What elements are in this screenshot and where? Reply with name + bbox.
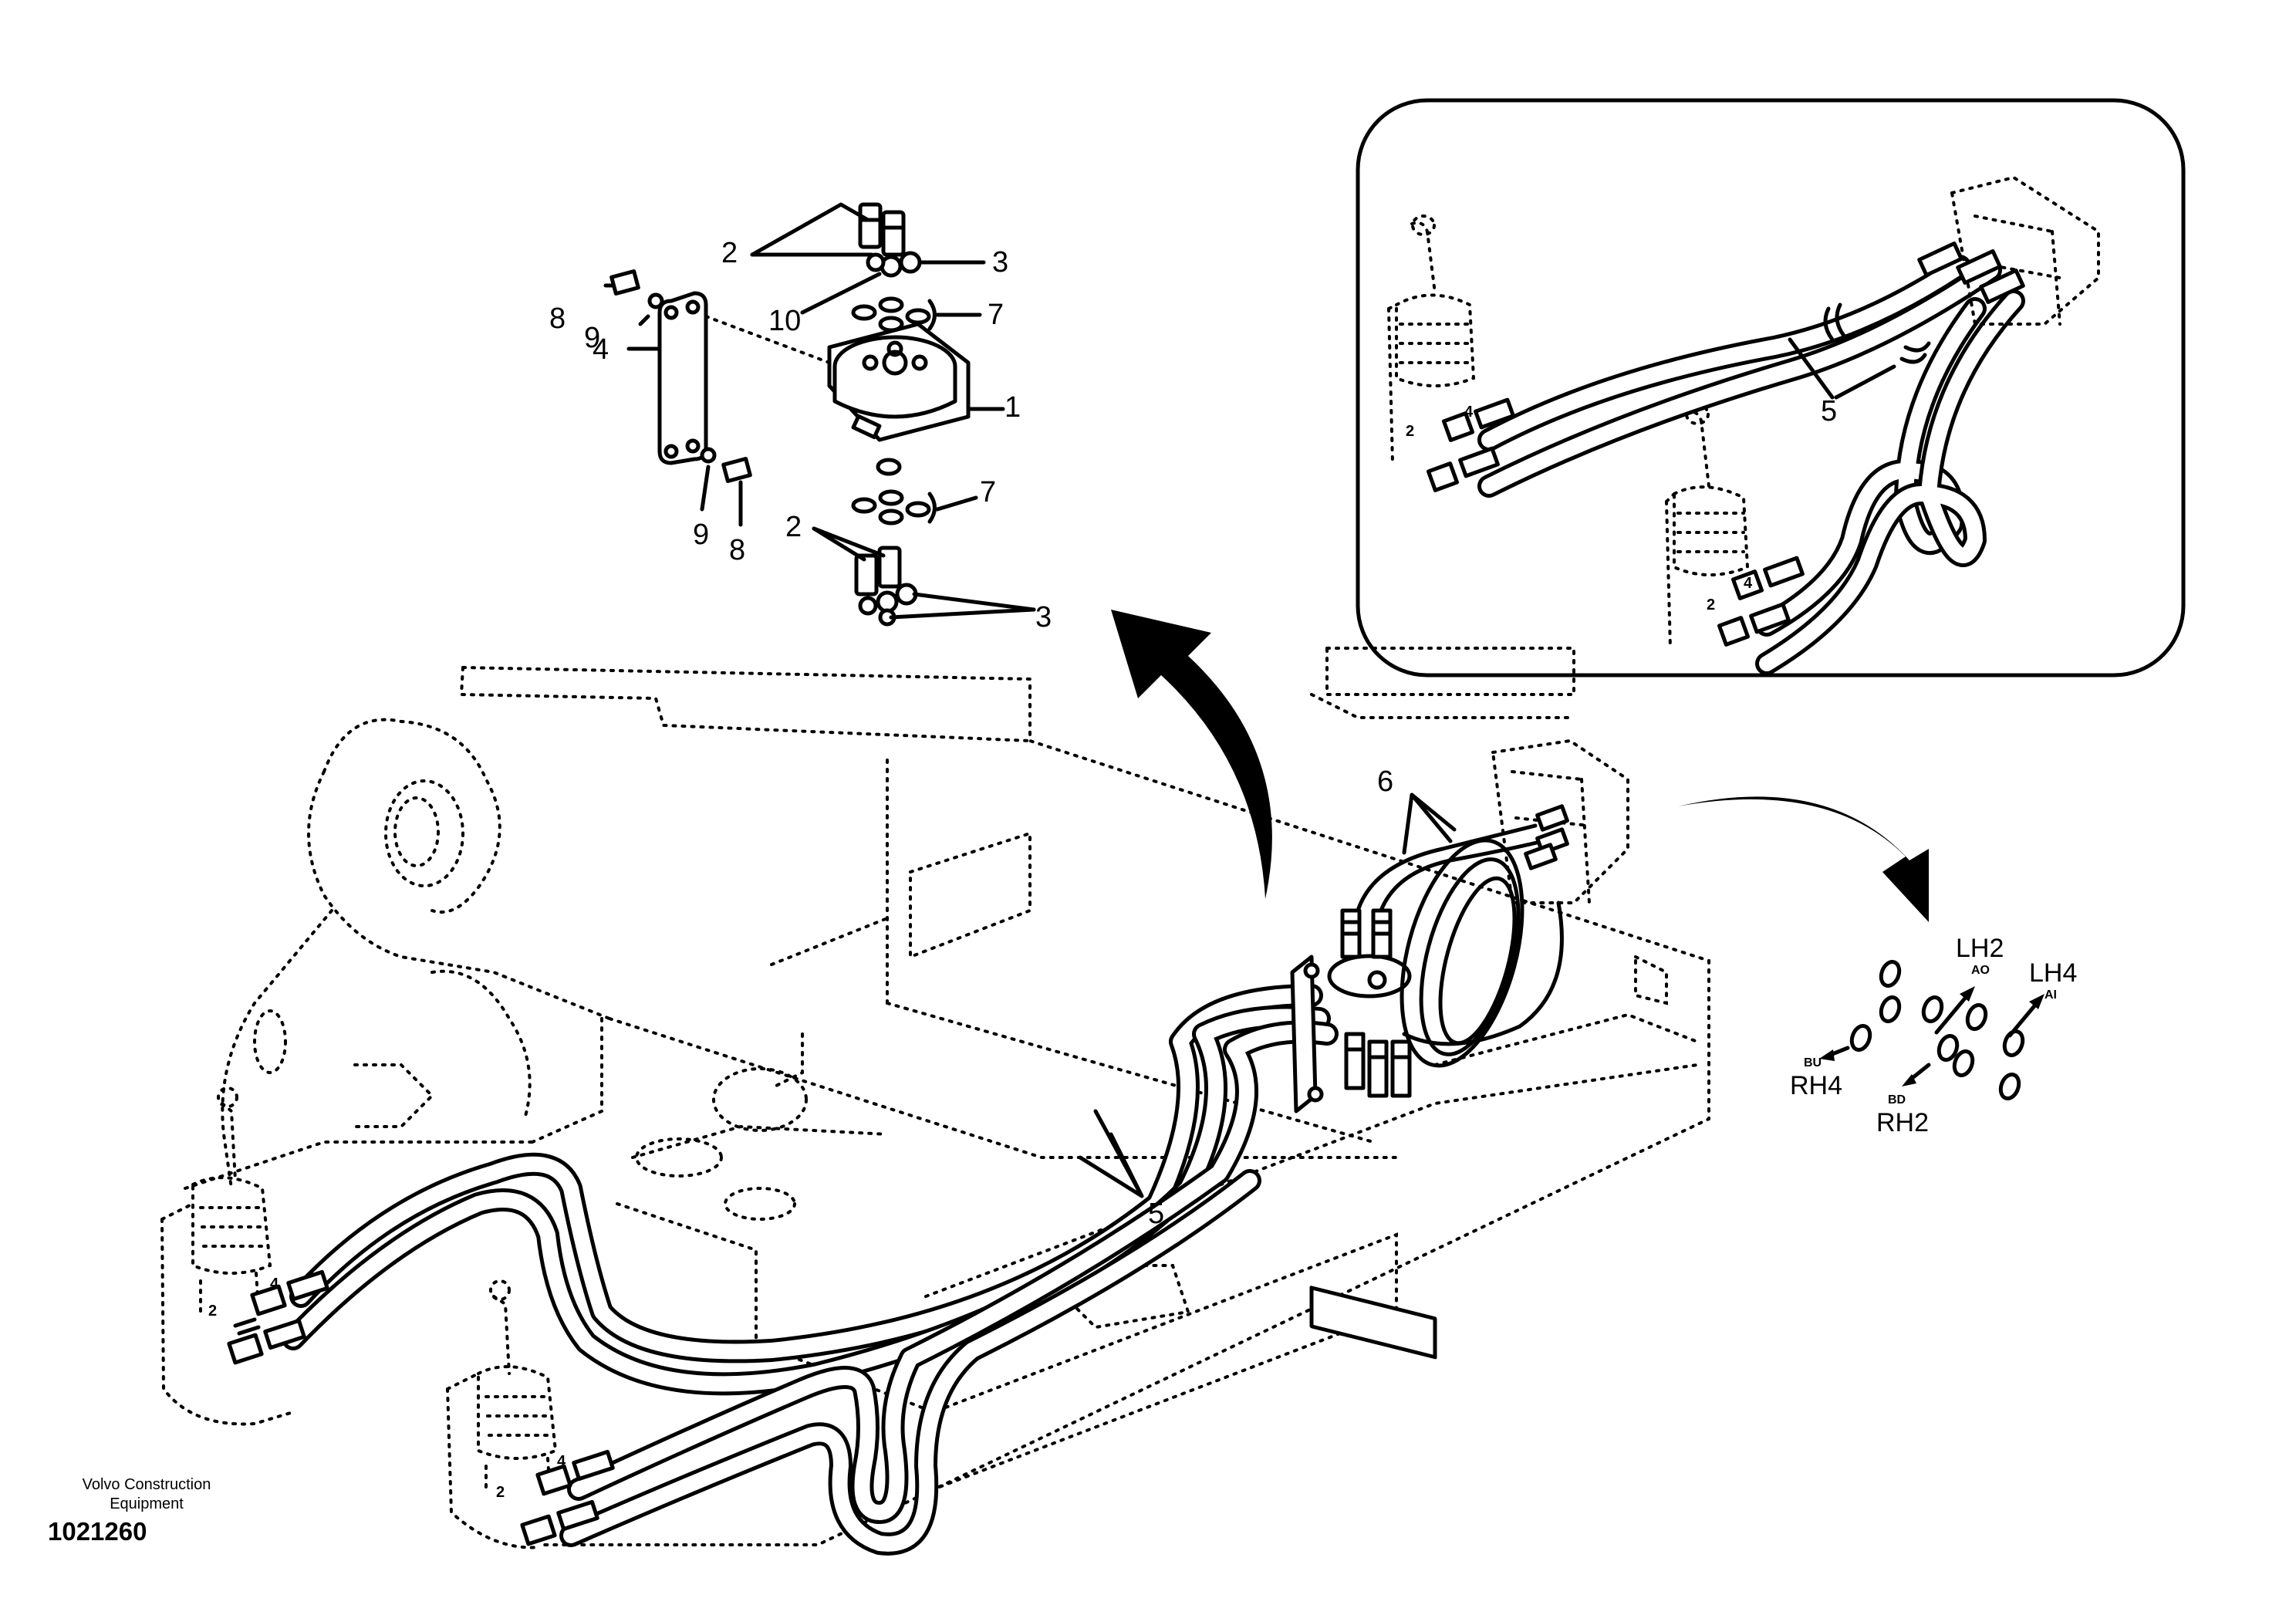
callout-10: 10 bbox=[768, 305, 801, 337]
callout-1: 1 bbox=[1004, 391, 1021, 424]
port-label-lh4: LH4 bbox=[2029, 958, 2077, 988]
right-joystick bbox=[446, 1279, 558, 1549]
callout-4: 4 bbox=[593, 333, 609, 366]
inset-frame bbox=[1356, 98, 2186, 678]
port-code-bu: BU bbox=[1804, 1056, 1822, 1070]
figure-number: 1021260 bbox=[48, 1517, 147, 1546]
callout-8-bottom: 8 bbox=[729, 534, 745, 566]
arrow-to-exploded-view bbox=[1111, 610, 1272, 899]
company-line-1: Volvo Construction bbox=[82, 1476, 211, 1493]
callout-8-top: 8 bbox=[549, 302, 566, 335]
port-code-ao: AO bbox=[1971, 964, 1990, 977]
inset-view: 5 2 4 2 4 bbox=[1356, 98, 2186, 678]
callout-7-bottom: 7 bbox=[980, 476, 996, 509]
callout-2-inset-a: 2 bbox=[1406, 423, 1414, 440]
control-valve-block bbox=[1491, 738, 1629, 904]
callout-5-inset: 5 bbox=[1821, 395, 1837, 427]
callout-2-bottom: 2 bbox=[785, 511, 802, 543]
arrow-to-port-view bbox=[1678, 796, 1929, 922]
callout-4-inset-a: 4 bbox=[1464, 404, 1474, 421]
port-code-ai: AI bbox=[2044, 988, 2057, 1002]
callout-3-bottom: 3 bbox=[1035, 601, 1052, 634]
boom-foot-outline bbox=[184, 718, 889, 1344]
callout-2-inset-b: 2 bbox=[1707, 596, 1715, 613]
callout-6: 6 bbox=[1377, 765, 1393, 798]
port-label-rh2: RH2 bbox=[1876, 1108, 1929, 1137]
callout-7-top: 7 bbox=[988, 299, 1004, 331]
main-callouts: 6 5 2 4 2 4 bbox=[208, 765, 1457, 1501]
exploded-view: 2 3 10 7 1 8 9 4 9 8 7 2 3 bbox=[549, 202, 1052, 634]
port-view: LH2 AO LH4 AI BU RH4 BD RH2 bbox=[1790, 934, 2077, 1137]
callout-9-bottom: 9 bbox=[693, 519, 709, 551]
callout-2-top: 2 bbox=[721, 237, 738, 269]
company-line-2: Equipment bbox=[110, 1495, 184, 1512]
callout-4-right-lever: 4 bbox=[557, 1453, 566, 1470]
port-label-rh4: RH4 bbox=[1790, 1071, 1842, 1100]
port-label-lh2: LH2 bbox=[1956, 934, 2004, 963]
callout-2-right-lever: 2 bbox=[496, 1484, 505, 1501]
callout-9-top: 9 bbox=[584, 322, 600, 354]
callout-3-top: 3 bbox=[992, 246, 1008, 279]
callout-4-inset-b: 4 bbox=[1744, 575, 1753, 592]
callout-5-main: 5 bbox=[1148, 1198, 1164, 1230]
machine-frame-outline bbox=[459, 647, 1710, 1546]
left-joystick bbox=[160, 1086, 295, 1426]
callout-2-left-lever: 2 bbox=[208, 1303, 217, 1320]
callout-4-left-lever: 4 bbox=[270, 1276, 279, 1293]
hose-bundle bbox=[227, 984, 1339, 1556]
left-lever-fittings bbox=[227, 1269, 329, 1365]
port-code-bd: BD bbox=[1888, 1093, 1906, 1107]
shuttle-valve-assembly bbox=[1290, 823, 1564, 1360]
company-name: Volvo Construction Equipment bbox=[31, 1475, 262, 1514]
right-lever-fittings bbox=[520, 1449, 615, 1546]
